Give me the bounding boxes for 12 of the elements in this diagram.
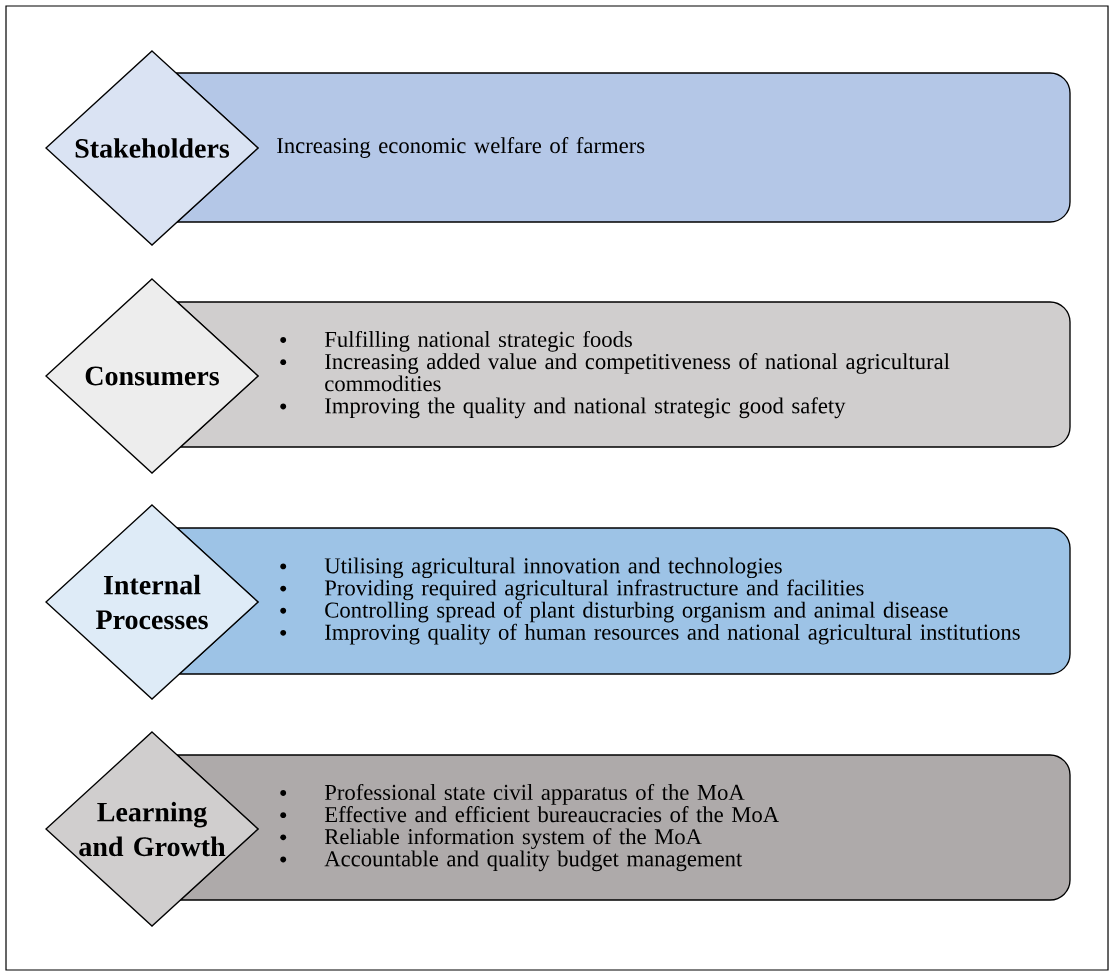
list-item: Professional state civil apparatus of the MoA bbox=[324, 783, 745, 805]
list-item: Accountable and quality budget management bbox=[324, 850, 743, 872]
list-item: Providing required agricultural infrastructure and facilities bbox=[324, 579, 864, 601]
list-item: Fulfilling national strategic foods bbox=[324, 330, 632, 352]
list-item: Controlling spread of plant disturbing organism and animal disease bbox=[325, 601, 948, 623]
list-item: Increasing added value and competitiveness of national agricultural commodities bbox=[325, 353, 950, 392]
list-item: Improving the quality and national strategic good safety bbox=[325, 397, 846, 419]
list-item: Utilising agricultural innovation and technologies bbox=[324, 557, 782, 579]
band-text: Increasing economic welfare of farmers bbox=[277, 137, 645, 158]
list-item: Improving quality of human resources and national agricultural institutions bbox=[325, 623, 1020, 645]
list-item: Reliable information system of the MoA bbox=[324, 828, 702, 849]
list-item: Effective and efficient bureaucracies of the MoA bbox=[324, 806, 779, 823]
